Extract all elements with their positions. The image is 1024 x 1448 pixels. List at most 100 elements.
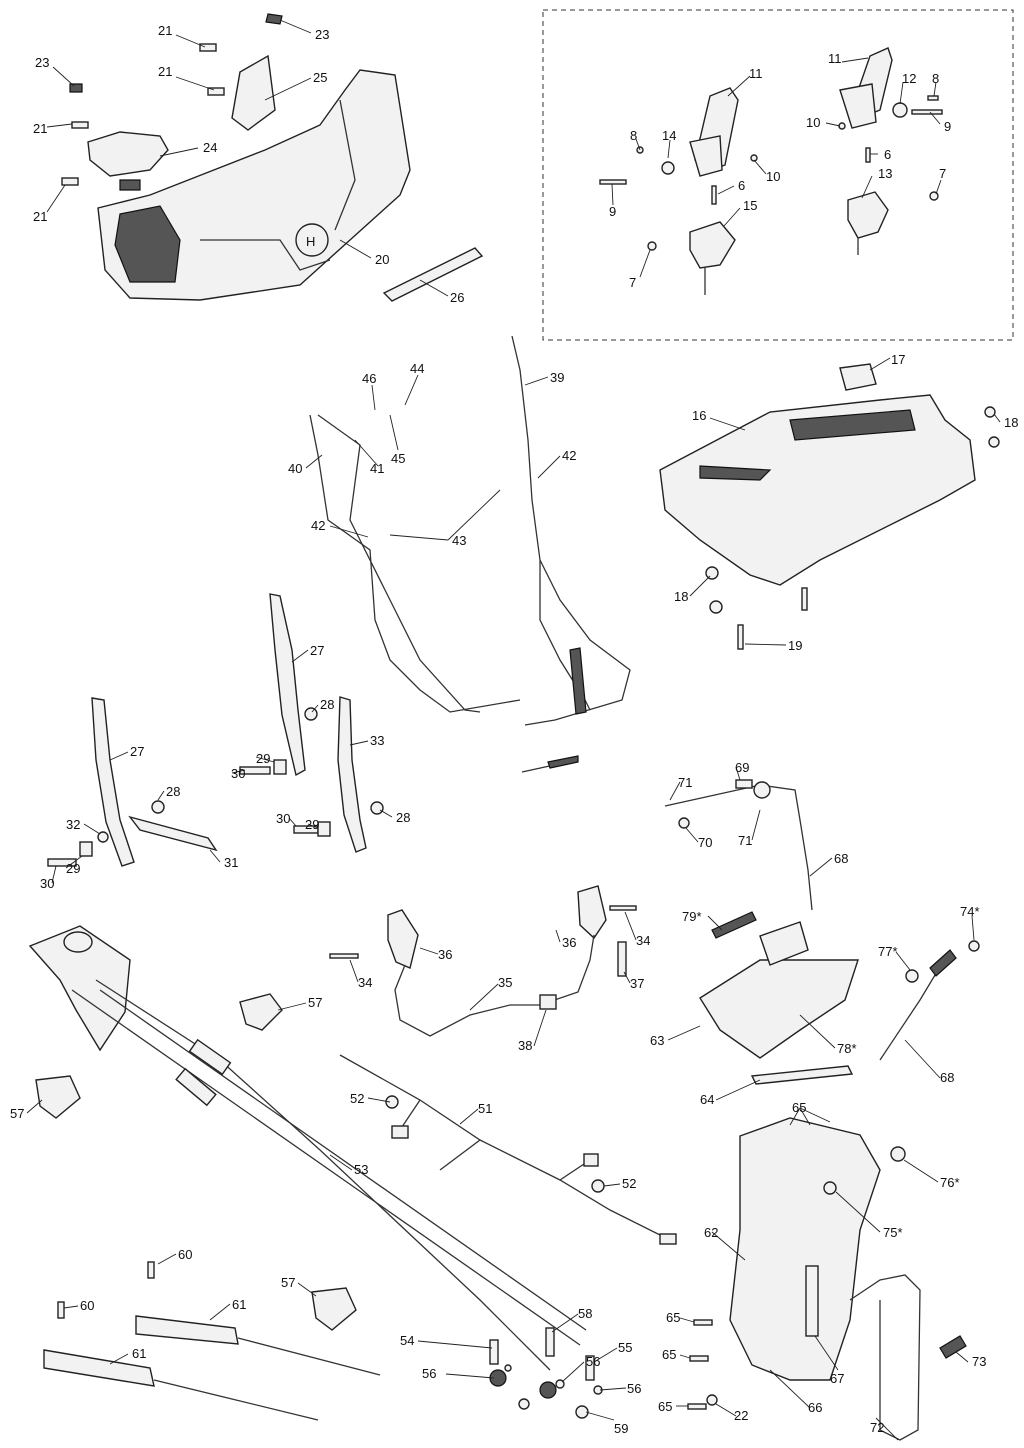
callout-78-star: 78* [837,1041,857,1056]
strip-26 [382,247,484,302]
callout-32: 32 [66,817,80,832]
bolts-springs-28-30 [47,707,384,867]
callout-26: 26 [450,290,464,305]
callout-21: 21 [33,209,47,224]
callout-74-star: 74* [960,904,980,919]
callout-65: 65 [666,1310,680,1325]
bracket-24 [87,131,169,191]
callout-59: 59 [614,1421,628,1436]
callout-27: 27 [310,643,324,658]
handle-grip-11-left [689,87,739,177]
chute-62 [729,1065,906,1381]
callout-13: 13 [878,166,892,181]
callout-20: 20 [375,252,389,267]
callout-25: 25 [313,70,327,85]
callout-17: 17 [891,352,905,367]
callout-11: 11 [749,66,763,81]
callout-21: 21 [158,64,172,79]
small-hardware-inset [599,95,943,251]
callout-29: 29 [66,861,80,876]
callout-54: 54 [400,1333,414,1348]
control-panel-cover: H [97,69,411,301]
callout-73: 73 [972,1354,986,1369]
callout-14: 14 [662,128,676,143]
callout-51: 51 [478,1101,492,1116]
leader-lines [26,19,1001,1441]
callout-60: 60 [80,1298,94,1313]
callout-30: 30 [276,811,290,826]
callout-7: 7 [629,275,636,290]
callout-37: 37 [630,976,644,991]
callout-28: 28 [396,810,410,825]
callout-44: 44 [410,361,424,376]
callout-33: 33 [370,733,384,748]
screws-60 [57,1261,155,1319]
callout-23: 23 [315,27,329,42]
fasteners-65-22 [687,1319,718,1410]
callout-34: 34 [636,933,650,948]
callout-77-star: 77* [878,944,898,959]
callout-68: 68 [940,1070,954,1085]
callout-28: 28 [320,697,334,712]
callout-42: 42 [562,448,576,463]
handle-grip-11-right [839,47,893,129]
callout-28: 28 [166,784,180,799]
inset-box [542,9,1014,341]
callout-8: 8 [932,71,939,86]
clips-23 [69,13,283,93]
callout-55: 55 [618,1340,632,1355]
callout-6: 6 [738,178,745,193]
callout-10: 10 [766,169,780,184]
callout-21: 21 [33,121,47,136]
callout-62: 62 [704,1225,718,1240]
callout-39: 39 [550,370,564,385]
crank-rod-72 [849,1274,967,1441]
callout-68: 68 [834,851,848,866]
callout-61: 61 [232,1297,246,1312]
callout-52: 52 [622,1176,636,1191]
callout-18: 18 [674,589,688,604]
handle-grip-61-upper [135,1315,381,1376]
callout-57: 57 [281,1275,295,1290]
callout-60: 60 [178,1247,192,1262]
handle-bracket-27-lower [91,697,135,867]
cross-bar-31 [128,815,218,852]
callout-22: 22 [734,1408,748,1423]
svg-text:H: H [306,234,315,249]
callout-41: 41 [370,461,384,476]
callout-75-star: 75* [883,1225,903,1240]
callout-30: 30 [40,876,54,891]
callout-38: 38 [518,1038,532,1053]
callout-40: 40 [288,461,302,476]
callout-16: 16 [692,408,706,423]
callout-56: 56 [422,1366,436,1381]
callout-57: 57 [10,1106,24,1121]
callout-6: 6 [884,147,891,162]
callout-27: 27 [130,744,144,759]
handle-bracket-27-upper [269,593,306,777]
hardware-18-19 [705,406,1000,650]
callout-29: 29 [256,751,270,766]
callout-21: 21 [158,23,172,38]
callout-9: 9 [944,119,951,134]
callout-36: 36 [438,947,452,962]
callout-15: 15 [743,198,757,213]
callout-24: 24 [203,140,217,155]
callout-8: 8 [630,128,637,143]
callout-46: 46 [362,371,376,386]
wire-harness-51 [339,1054,677,1245]
callout-42: 42 [311,518,325,533]
callout-66: 66 [808,1400,822,1415]
callout-7: 7 [939,166,946,181]
callout-69: 69 [735,760,749,775]
callout-65: 65 [792,1100,806,1115]
bracket-25 [231,54,276,131]
callout-43: 43 [452,533,466,548]
callout-29: 29 [305,817,319,832]
callout-35: 35 [498,975,512,990]
callout-36: 36 [562,935,576,950]
control-cables [309,335,631,773]
handle-bracket-33 [337,696,367,853]
handle-grip-61-lower [43,1349,319,1421]
